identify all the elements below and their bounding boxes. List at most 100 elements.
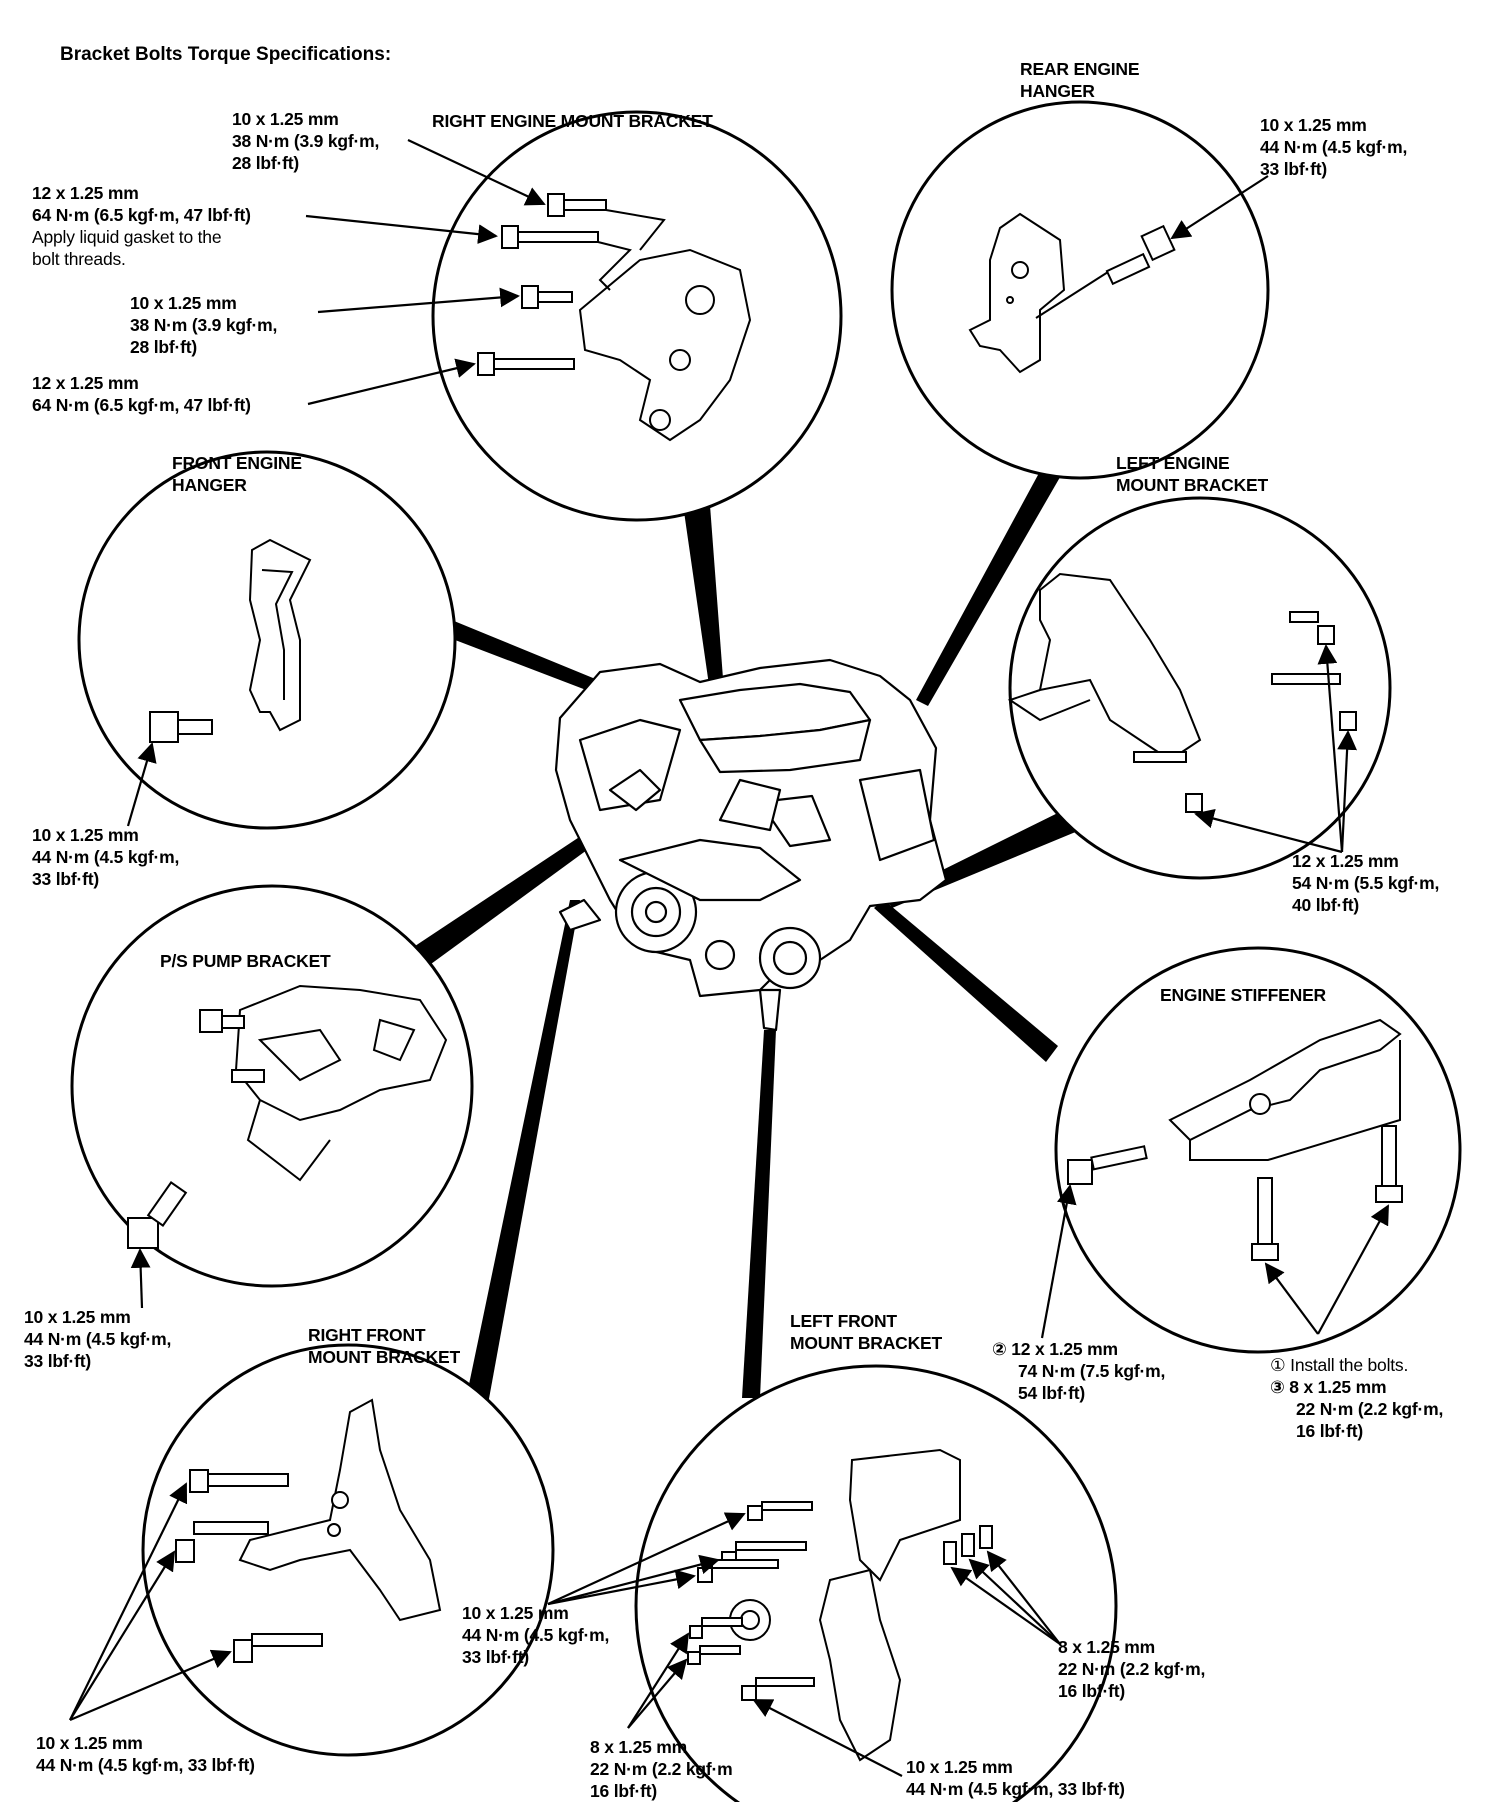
bracket-part (1038, 572, 1202, 762)
arrow-reh (1170, 175, 1269, 240)
arrow-lfm-5 (968, 1558, 1061, 1645)
bolt-size: 10 x 1.25 mm (462, 1603, 569, 1623)
torque-value: 44 N·m (4.5 kgf·m, (1260, 137, 1408, 157)
engine-block (554, 658, 948, 1032)
bracket-part (848, 1448, 961, 1582)
bolt-icon (1375, 1125, 1403, 1203)
bolt-icon (547, 193, 607, 217)
right-front-mount-title: RIGHT FRONT MOUNT BRACKET (308, 1324, 460, 1368)
bolt-icon (231, 1069, 265, 1083)
bracket-part (818, 1568, 902, 1762)
rem-callout-3: 10 x 1.25 mm 38 N·m (3.9 kgf·m, 28 lbf·f… (130, 292, 277, 358)
wedge-engine-stiffener (874, 900, 1058, 1062)
es-callout-2: ② 12 x 1.25 mm 74 N·m (7.5 kgf·m, 54 lbf… (992, 1338, 1165, 1404)
bolt-size: 10 x 1.25 mm (1260, 115, 1367, 135)
torque-value: 33 lbf·ft) (462, 1647, 530, 1667)
left-engine-mount-title: LEFT ENGINE MOUNT BRACKET (1116, 452, 1268, 496)
bolt-icon (477, 352, 575, 376)
torque-value: 44 N·m (4.5 kgf·m, 33 lbf·ft) (906, 1779, 1125, 1799)
title-line: REAR ENGINE (1020, 59, 1140, 79)
torque-value: 74 N·m (7.5 kgf·m, (1018, 1361, 1166, 1381)
right-engine-mount-art (477, 193, 752, 442)
bolt-icon (943, 1541, 957, 1565)
torque-value: 33 lbf·ft) (1260, 159, 1328, 179)
title-line: ENGINE STIFFENER (1160, 985, 1326, 1005)
stiffener-part (1168, 1018, 1402, 1142)
torque-value: 64 N·m (6.5 kgf·m, 47 lbf·ft) (32, 205, 251, 225)
torque-value: 28 lbf·ft) (130, 337, 198, 357)
bracket-part (238, 1398, 442, 1622)
lfm-callout-1: 10 x 1.25 mm 44 N·m (4.5 kgf·m, 33 lbf·f… (462, 1602, 609, 1668)
bolt-size: 12 x 1.25 mm (1292, 851, 1399, 871)
arrow-rfm-2 (69, 1550, 176, 1721)
torque-value: 44 N·m (4.5 kgf·m, 33 lbf·ft) (36, 1755, 255, 1775)
arrow-ps (130, 1248, 151, 1309)
note-text: bolt threads. (32, 249, 126, 269)
arrow-es-1 (1264, 1262, 1319, 1335)
bolt-size: 8 x 1.25 mm (590, 1737, 688, 1757)
title-line: HANGER (1020, 81, 1095, 101)
torque-value: 44 N·m (4.5 kgf·m, (32, 847, 180, 867)
bolt-size: 10 x 1.25 mm (24, 1307, 131, 1327)
bolt-size: 10 x 1.25 mm (232, 109, 339, 129)
bolt-size: 12 x 1.25 mm (32, 373, 139, 393)
title-line: MOUNT BRACKET (1116, 475, 1268, 495)
title-line: HANGER (172, 475, 247, 495)
bolt-icon (1105, 224, 1176, 286)
hanger-part (248, 538, 312, 732)
rem-callout-1: 10 x 1.25 mm 38 N·m (3.9 kgf·m, 28 lbf·f… (232, 108, 379, 174)
left-front-mount-art (687, 1448, 993, 1762)
arrow-lfm-9 (752, 1699, 903, 1777)
arrow-lfm-1 (547, 1512, 746, 1605)
bolt-icon (747, 1501, 813, 1521)
bolt-icon (979, 1525, 993, 1549)
bolt-icon (1289, 611, 1335, 645)
wedge-front-engine-hanger (398, 598, 632, 706)
bolt-size: 12 x 1.25 mm (32, 183, 139, 203)
bolt-icon (199, 1009, 245, 1033)
bolt-size: ③ 8 x 1.25 mm (1270, 1377, 1387, 1397)
note-text: Apply liquid gasket to the (32, 227, 222, 247)
bracket-part (234, 984, 448, 1122)
front-engine-hanger-title: FRONT ENGINE HANGER (172, 452, 302, 496)
bolt-icon (1067, 1145, 1148, 1185)
title-line: LEFT ENGINE (1116, 453, 1230, 473)
bolt-size: 8 x 1.25 mm (1058, 1637, 1156, 1657)
torque-value: 38 N·m (3.9 kgf·m, (232, 131, 380, 151)
arrow-rem-3 (317, 287, 520, 314)
torque-value: 22 N·m (2.2 kgf·m, (1296, 1399, 1444, 1419)
torque-value: 54 lbf·ft) (1018, 1383, 1086, 1403)
torque-value: 22 N·m (2.2 kgf·m, (1058, 1659, 1206, 1679)
arrow-es-2 (1040, 1184, 1077, 1339)
ps-pump-art (127, 984, 448, 1249)
bolt-icon (1251, 1177, 1279, 1261)
torque-value: 33 lbf·ft) (24, 1351, 92, 1371)
ps-callout: 10 x 1.25 mm 44 N·m (4.5 kgf·m, 33 lbf·f… (24, 1306, 171, 1372)
torque-value: 44 N·m (4.5 kgf·m, (24, 1329, 172, 1349)
lfm-callout-4: 10 x 1.25 mm 44 N·m (4.5 kgf·m, 33 lbf·f… (906, 1756, 1125, 1800)
lfm-callout-2: 8 x 1.25 mm 22 N·m (2.2 kgf·m, 16 lbf·ft… (1058, 1636, 1205, 1702)
title-line: RIGHT ENGINE MOUNT BRACKET (432, 111, 713, 131)
bolt-size: ② 12 x 1.25 mm (992, 1339, 1118, 1359)
note-text: ① Install the bolts. (1270, 1355, 1409, 1375)
engine-stiffener-art (1067, 1018, 1403, 1261)
feh-callout: 10 x 1.25 mm 44 N·m (4.5 kgf·m, 33 lbf·f… (32, 824, 179, 890)
bolt-icon (233, 1633, 323, 1663)
front-engine-hanger-art (149, 538, 312, 743)
bolt-icon (501, 225, 599, 249)
lem-callout: 12 x 1.25 mm 54 N·m (5.5 kgf·m, 40 lbf·f… (1292, 850, 1439, 916)
lfm-callout-3: 8 x 1.25 mm 22 N·m (2.2 kgf·m 16 lbf·ft) (590, 1736, 733, 1802)
arrow-lfm-6 (986, 1550, 1061, 1645)
title-line: RIGHT FRONT (308, 1325, 426, 1345)
title-line: MOUNT BRACKET (790, 1333, 942, 1353)
arrow-lfm-7 (627, 1632, 690, 1729)
rfm-callout: 10 x 1.25 mm 44 N·m (4.5 kgf·m, 33 lbf·f… (36, 1732, 255, 1776)
title-line: P/S PUMP BRACKET (160, 951, 331, 971)
arrow-lfm-2 (547, 1554, 720, 1606)
torque-value: 44 N·m (4.5 kgf·m, (462, 1625, 610, 1645)
arrow-es-3 (1317, 1204, 1389, 1335)
page-heading: Bracket Bolts Torque Specifications: (60, 44, 392, 65)
arrow-lfm-8 (627, 1658, 688, 1729)
bolt-size: 10 x 1.25 mm (906, 1757, 1013, 1777)
